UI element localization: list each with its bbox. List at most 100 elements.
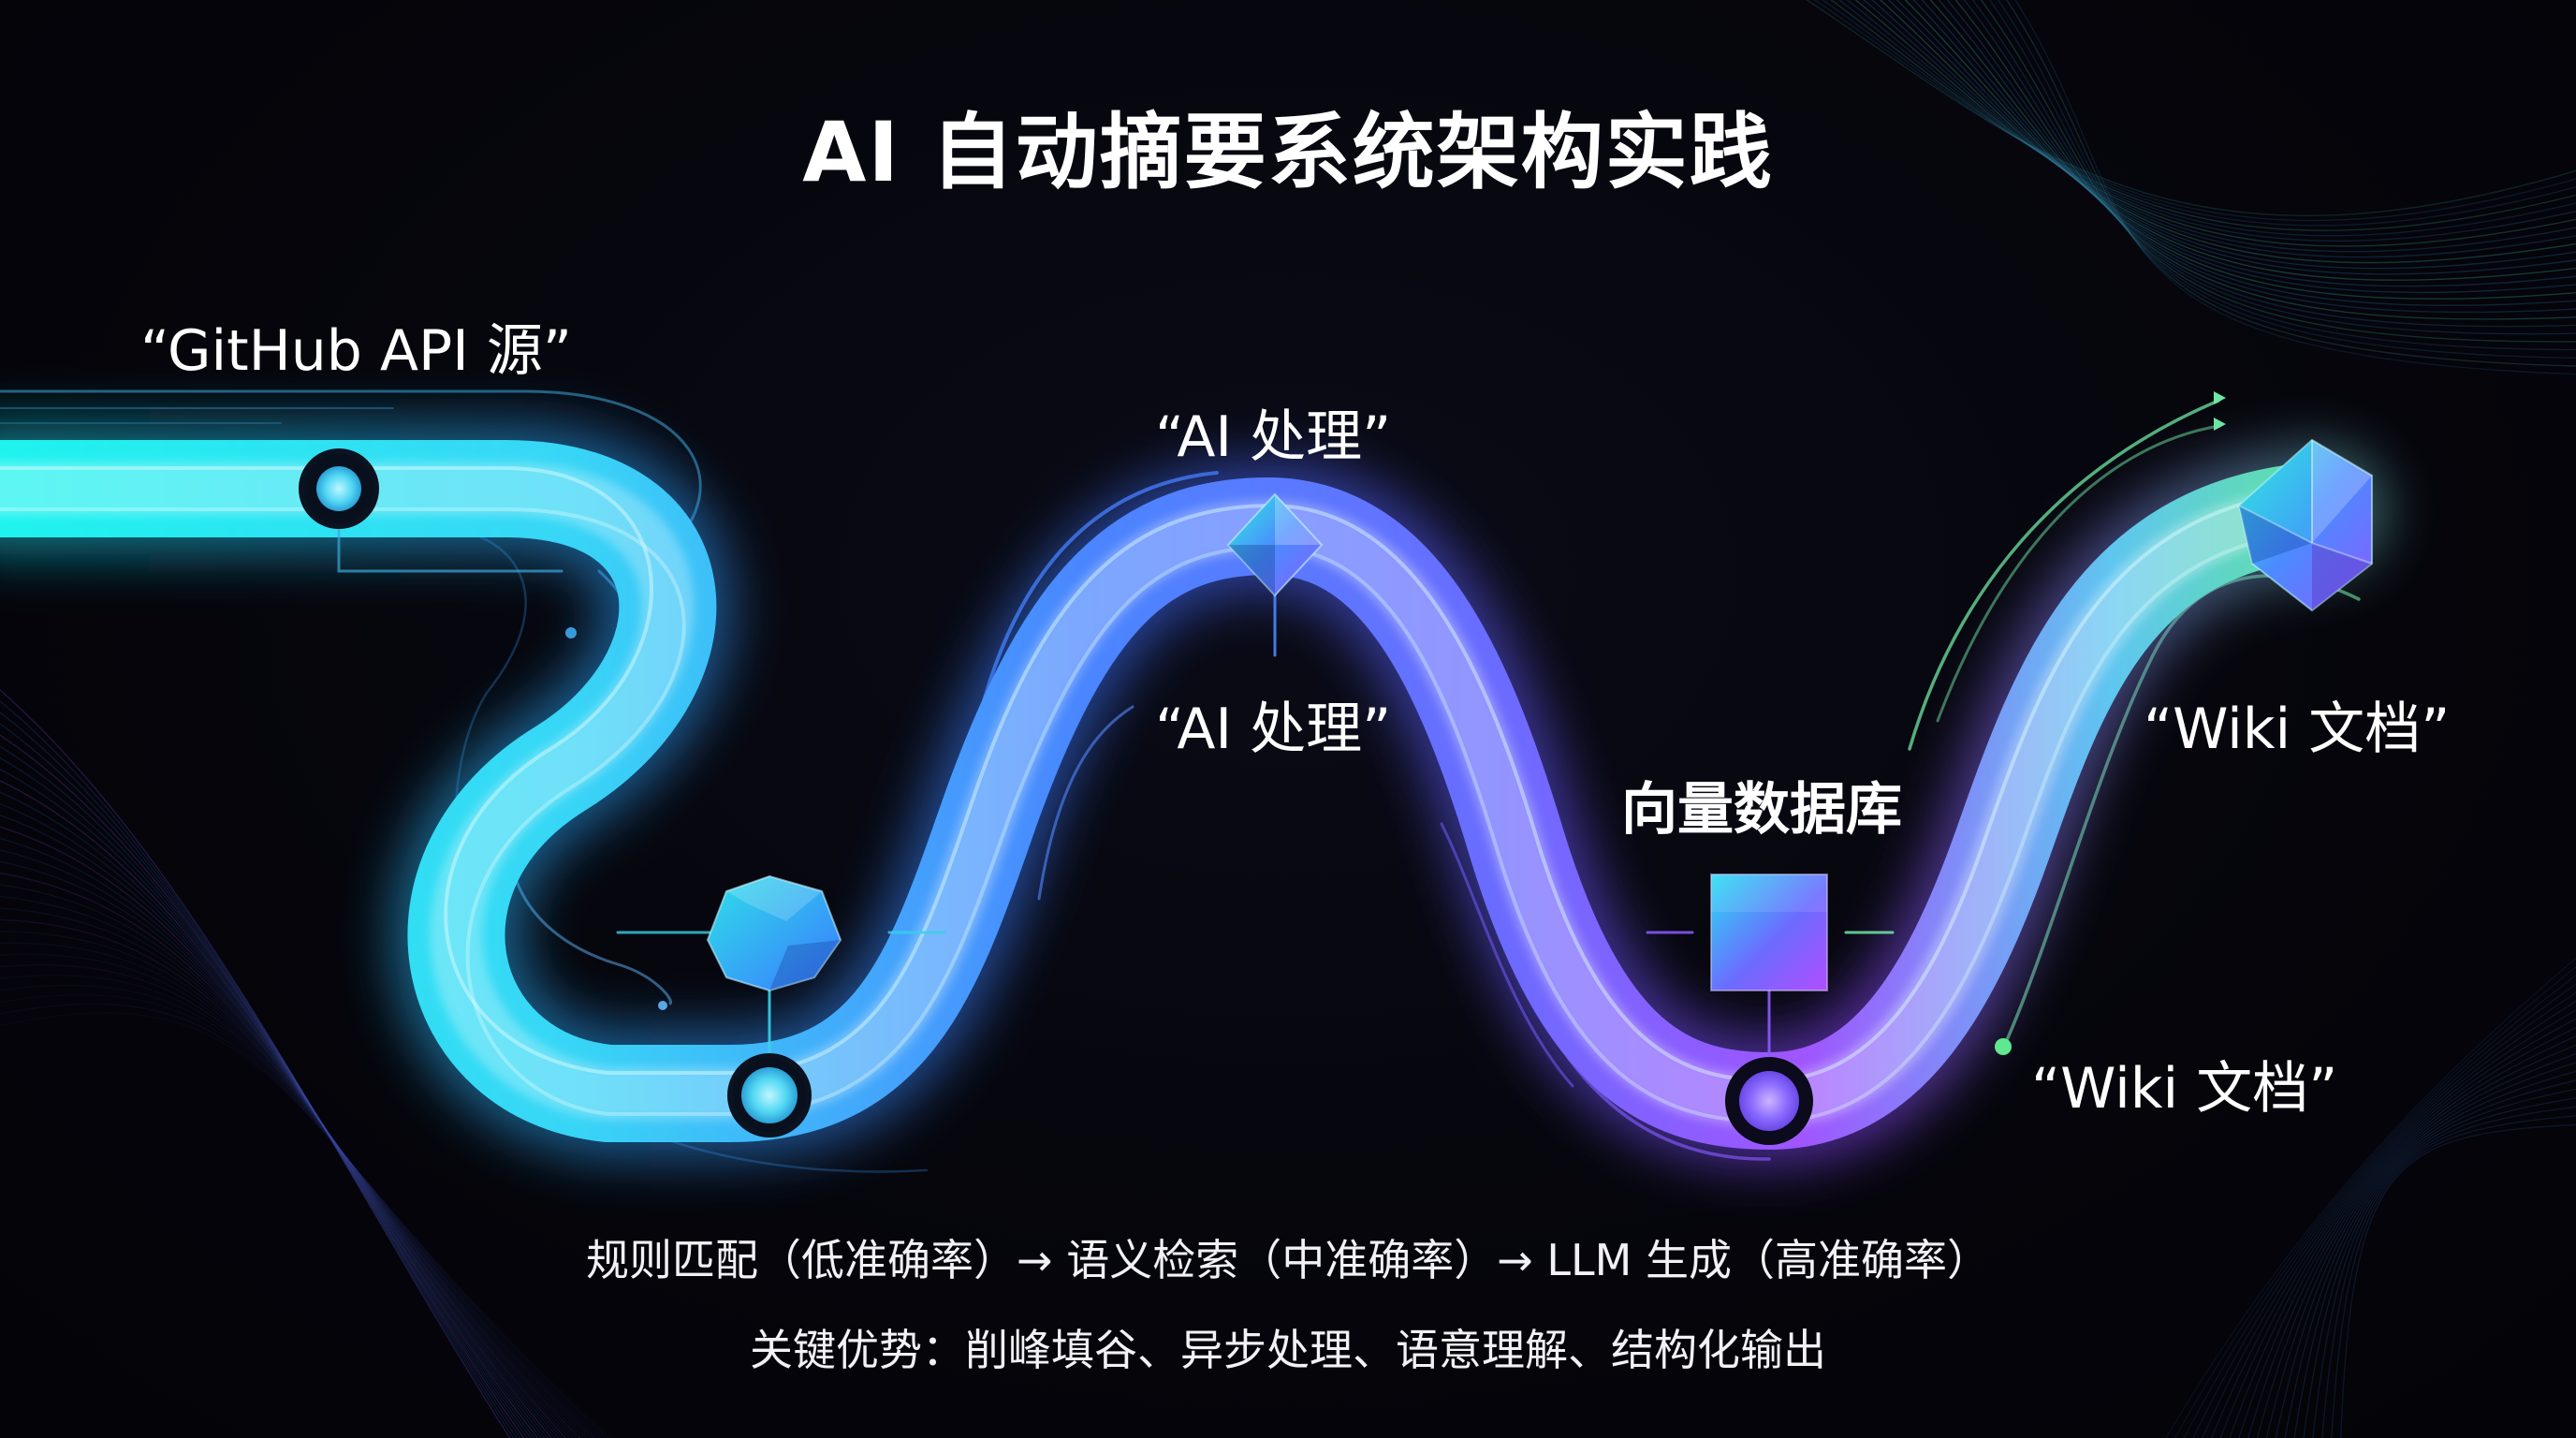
- mesh-line: [0, 860, 564, 1438]
- mesh-line: [1830, 0, 2576, 231]
- mesh-line: [1846, 0, 2576, 242]
- mesh-line: [0, 993, 606, 1438]
- wiki-document-prism-icon: [2237, 438, 2373, 612]
- mesh-line: [2247, 1035, 2576, 1438]
- mesh-line: [2265, 1052, 2576, 1438]
- mesh-line: [0, 745, 529, 1438]
- mesh-line: [1912, 0, 2576, 287]
- mesh-line: [1879, 0, 2576, 264]
- mesh-line: [2293, 1079, 2576, 1438]
- junction-node-right: [1725, 1057, 1813, 1145]
- mesh-line: [2256, 1044, 2576, 1438]
- ai-processing-label-top: “AI 处理”: [1155, 404, 1392, 470]
- mesh-line: [2183, 975, 2576, 1438]
- mesh-line: [1954, 0, 2576, 320]
- mesh-line: [2321, 1106, 2576, 1438]
- mesh-line: [0, 769, 535, 1438]
- mesh-line: [1863, 0, 2576, 253]
- mesh-line: [0, 734, 525, 1438]
- mesh-line: [1813, 0, 2576, 222]
- mesh-line: [0, 1003, 609, 1438]
- mesh-line: [0, 975, 599, 1438]
- mesh-line: [2275, 1062, 2576, 1438]
- mesh-line: [1938, 0, 2576, 306]
- mesh-line: [0, 791, 542, 1438]
- mesh-line: [1963, 0, 2576, 328]
- mesh-line: [0, 918, 581, 1438]
- mesh-line: [2238, 1026, 2576, 1438]
- mesh-line: [0, 837, 556, 1438]
- mesh-line: [0, 723, 521, 1438]
- mesh-line: [0, 849, 560, 1438]
- mesh-line: [0, 931, 584, 1438]
- mesh-line: [2340, 1123, 2576, 1438]
- data-pipeline-path: [0, 423, 2387, 1167]
- mesh-line: [1806, 0, 2576, 217]
- mesh-line: [0, 1012, 613, 1438]
- mesh-line: [1887, 0, 2576, 270]
- mesh-line: [0, 953, 592, 1438]
- mesh-line: [0, 907, 578, 1438]
- mesh-line: [2014, 0, 2576, 375]
- mesh-line: [1837, 0, 2576, 237]
- mesh-line: [1997, 0, 2576, 359]
- mesh-line: [1904, 0, 2576, 281]
- small-dot: [565, 627, 577, 638]
- mesh-line: [0, 984, 602, 1438]
- source-node: [299, 448, 379, 529]
- mesh-line: [0, 712, 518, 1438]
- ai-processing-diamond-icon: [1226, 492, 1324, 597]
- mesh-line: [0, 700, 515, 1438]
- vector-database-label: 向量数据库: [1621, 777, 1902, 843]
- mesh-line: [2219, 1009, 2576, 1438]
- mesh-line: [2303, 1088, 2576, 1438]
- mesh-line: [2284, 1070, 2576, 1438]
- mesh-line: [0, 689, 511, 1438]
- small-dot: [658, 1001, 667, 1010]
- mesh-line: [0, 964, 595, 1438]
- mesh-line: [0, 895, 574, 1438]
- mesh-line: [1980, 0, 2576, 343]
- mesh-line: [2229, 1018, 2576, 1438]
- mesh-line: [0, 884, 570, 1438]
- mesh-line: [0, 873, 567, 1438]
- pipeline-accuracy-caption: 规则匹配（低准确率）→ 语义检索（中准确率）→ LLM 生成（高准确率）: [586, 1235, 1990, 1285]
- mesh-line: [2331, 1115, 2576, 1438]
- mesh-line: [1870, 0, 2576, 258]
- mesh-line: [1822, 0, 2576, 227]
- mesh-line: [1988, 0, 2576, 351]
- mesh-line: [1929, 0, 2576, 300]
- mesh-line: [0, 756, 532, 1438]
- mesh-line: [2174, 965, 2576, 1438]
- ai-processing-label-middle: “AI 处理”: [1155, 697, 1392, 762]
- mesh-line: [0, 942, 588, 1438]
- mesh-line: [2312, 1097, 2576, 1438]
- source-label: “GitHub API 源”: [140, 318, 573, 384]
- mesh-line: [0, 780, 539, 1438]
- mesh-line: [2165, 957, 2576, 1438]
- small-dot: [1995, 1038, 2012, 1055]
- key-advantages-caption: 关键优势：削峰填谷、异步处理、语意理解、结构化输出: [750, 1325, 1826, 1375]
- mesh-line: [0, 826, 553, 1438]
- wiki-document-label-top: “Wiki 文档”: [2144, 697, 2451, 762]
- connector-lines: [337, 524, 2012, 1060]
- mesh-line: [1921, 0, 2576, 294]
- page-title: AI 自动摘要系统架构实践: [802, 104, 1774, 200]
- vector-database-cube-icon: [1710, 873, 1828, 991]
- mesh-line: [1895, 0, 2576, 275]
- mesh-line: [1854, 0, 2576, 247]
- mesh-line: [2006, 0, 2576, 367]
- mesh-line: [0, 814, 549, 1438]
- mesh-line: [0, 802, 546, 1438]
- mesh-line: [1971, 0, 2576, 335]
- mesh-line: [2192, 983, 2576, 1438]
- mesh-line: [1946, 0, 2576, 314]
- mesh-line: [2202, 991, 2576, 1438]
- mesh-line: [2210, 1000, 2576, 1438]
- wiki-document-label-bottom: “Wiki 文档”: [2031, 1056, 2338, 1122]
- processing-gem-icon: [706, 874, 842, 992]
- junction-node-left: [727, 1053, 812, 1137]
